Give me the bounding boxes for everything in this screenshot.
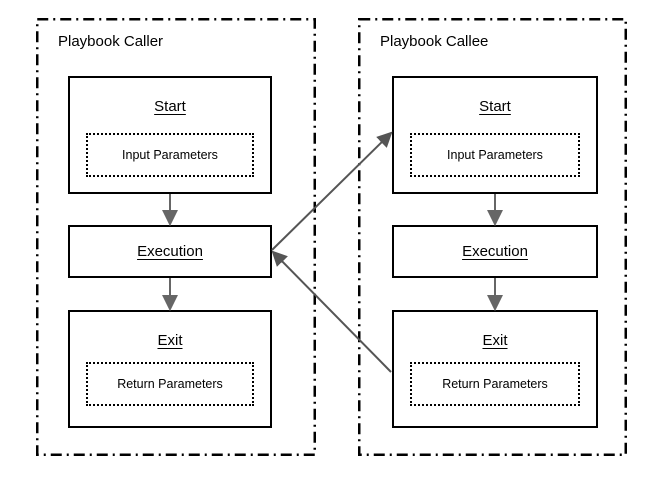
node-caller-exit[interactable]: Exit Return Parameters <box>68 310 272 428</box>
node-caller-execution[interactable]: Execution <box>68 225 272 278</box>
param-box-callee-input: Input Parameters <box>410 133 580 177</box>
param-label-callee-input: Input Parameters <box>447 147 543 162</box>
node-callee-execution-title: Execution <box>462 243 528 260</box>
param-label-callee-return: Return Parameters <box>442 376 548 391</box>
param-box-caller-return: Return Parameters <box>86 362 254 406</box>
param-label-caller-return: Return Parameters <box>117 376 223 391</box>
node-callee-exit[interactable]: Exit Return Parameters <box>392 310 598 428</box>
param-box-callee-return: Return Parameters <box>410 362 580 406</box>
node-caller-exit-title: Exit <box>157 332 183 349</box>
panel-callee-title: Playbook Callee <box>380 33 489 50</box>
node-callee-start[interactable]: Start Input Parameters <box>392 76 598 194</box>
param-label-caller-input: Input Parameters <box>122 147 218 162</box>
node-caller-execution-title: Execution <box>137 243 203 260</box>
node-callee-execution[interactable]: Execution <box>392 225 598 278</box>
node-caller-start-title: Start <box>154 98 186 115</box>
node-callee-exit-title: Exit <box>482 332 508 349</box>
param-box-caller-input: Input Parameters <box>86 133 254 177</box>
node-caller-start[interactable]: Start Input Parameters <box>68 76 272 194</box>
node-callee-start-title: Start <box>479 98 511 115</box>
panel-caller-title: Playbook Caller <box>58 33 164 50</box>
